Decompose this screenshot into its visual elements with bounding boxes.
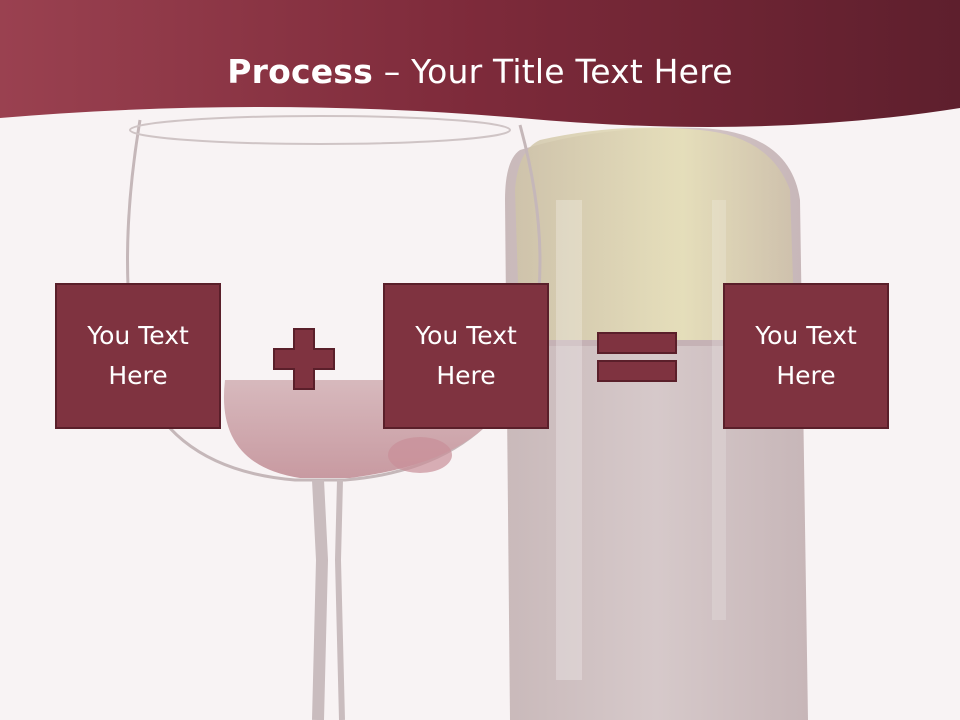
title-rest-text: Your Title Text Here: [411, 52, 733, 91]
process-box-1[interactable]: You Text Here: [55, 283, 221, 429]
plus-icon: [273, 328, 335, 390]
slide-title: Process – Your Title Text Here: [0, 52, 960, 91]
title-bold-text: Process: [227, 52, 373, 91]
title-separator: –: [373, 52, 412, 91]
process-box-2-label: You Text Here: [415, 321, 517, 390]
process-box-3[interactable]: You Text Here: [723, 283, 889, 429]
process-box-2[interactable]: You Text Here: [383, 283, 549, 429]
process-box-3-label: You Text Here: [755, 321, 857, 390]
process-box-1-label: You Text Here: [87, 321, 189, 390]
header-band: [0, 0, 960, 127]
equals-icon: [597, 332, 677, 382]
